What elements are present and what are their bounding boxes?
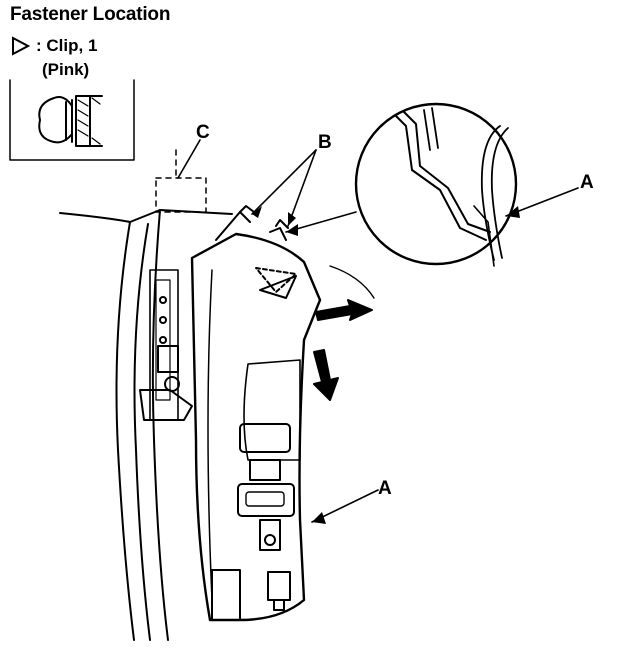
open-triangle-icon	[12, 36, 30, 56]
leader-arrowheads	[252, 206, 520, 524]
callout-b: B	[318, 132, 332, 153]
callout-c: C	[196, 122, 210, 143]
legend-label: : Clip, 1	[36, 36, 98, 55]
leader-lines	[177, 139, 579, 523]
diagram-title: Fastener Location	[10, 4, 171, 25]
legend-sublabel: (Pink)	[42, 60, 90, 79]
body-pillar	[59, 209, 233, 641]
removal-arrows	[313, 299, 373, 401]
legend-clip: : Clip, 1	[10, 36, 97, 56]
clip-engagement-detail-circle	[354, 102, 518, 267]
callout-a-lower: A	[378, 478, 392, 499]
region-c-dashed	[155, 149, 207, 213]
pillar-trim-panel	[190, 205, 322, 622]
callout-a-upper: A	[580, 172, 594, 193]
clip-detail-inset	[9, 79, 135, 161]
